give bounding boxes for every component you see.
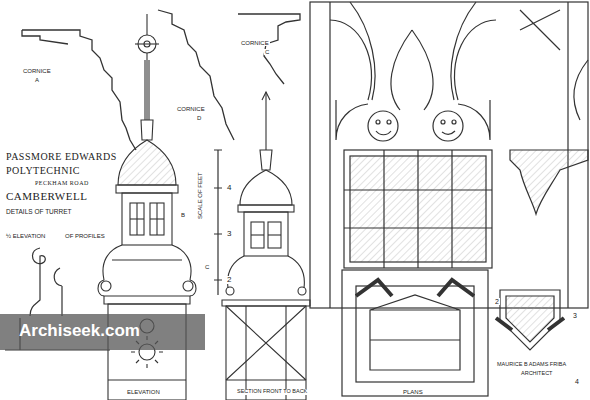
view-caption: SECTION FRONT TO BACK <box>236 389 308 395</box>
plan-number: 3 <box>572 312 578 319</box>
architect-title: ARCHITECT <box>520 371 553 377</box>
scale-number: 3 <box>226 230 232 238</box>
view-caption: ELEVATION <box>126 389 161 395</box>
cornice-label: CORNICE <box>240 40 270 46</box>
subtitle: DETAILS OF TURRET <box>5 209 73 216</box>
scale-number: 2 <box>226 276 232 284</box>
cornice-label: CORNICE <box>176 106 206 112</box>
watermark: Archiseek.com <box>18 322 141 339</box>
cornice-letter: A <box>34 77 40 83</box>
view-caption: PLANS <box>402 389 424 395</box>
plan-number: 2 <box>494 298 500 305</box>
cornice-letter: C <box>264 49 270 55</box>
plan-number: 4 <box>574 378 580 385</box>
architect-name: MAURICE B ADAMS FRIBA <box>496 362 567 368</box>
scale-caption: SCALE OF FEET <box>197 171 203 220</box>
title-line: CAMBERWELL <box>5 191 88 202</box>
scale-number: 4 <box>226 184 232 192</box>
title-line: PECKHAM ROAD <box>34 180 90 186</box>
view-caption: OF PROFILES <box>64 233 106 239</box>
cornice-letter: D <box>196 115 202 121</box>
cornice-label: CORNICE <box>22 68 52 74</box>
section-letter: B <box>180 212 186 218</box>
view-caption: ½ ELEVATION <box>5 233 46 239</box>
section-letter: C <box>204 264 210 270</box>
title-line: PASSMORE EDWARDS <box>5 152 118 162</box>
title-line: POLYTECHNIC <box>5 166 81 176</box>
